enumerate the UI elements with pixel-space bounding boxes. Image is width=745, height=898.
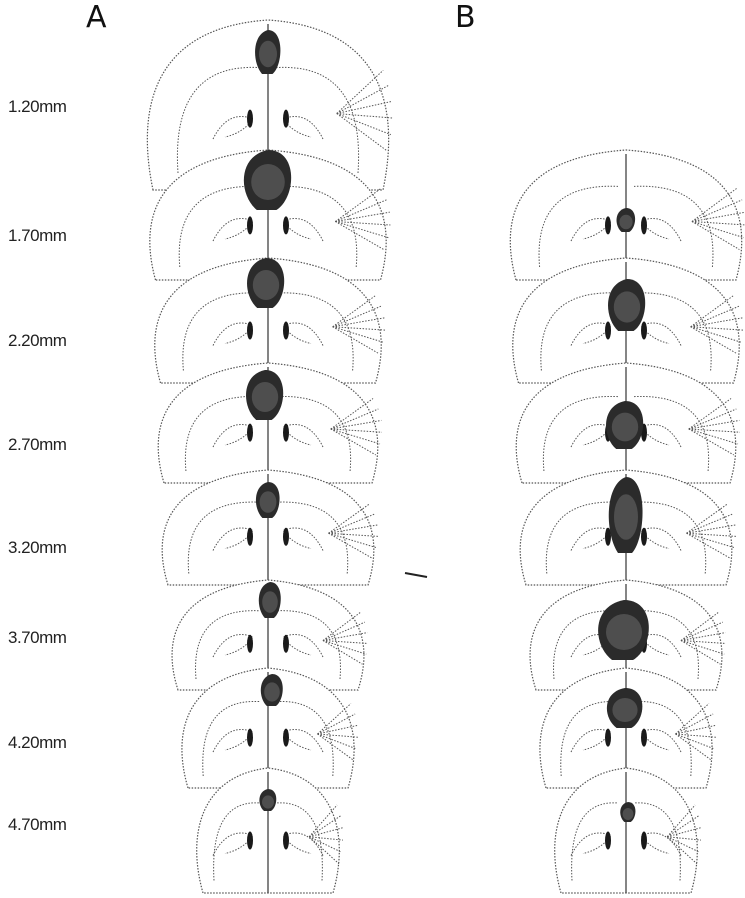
ventricle [283, 832, 289, 850]
ventricle [605, 322, 611, 340]
ventricle [605, 729, 611, 747]
ventricle [283, 216, 289, 234]
ventricle [641, 729, 647, 747]
ventricle [283, 528, 289, 546]
ventricle [247, 424, 253, 442]
ventricle [247, 635, 253, 653]
ventricle [283, 322, 289, 340]
lesion-core [623, 808, 634, 820]
ventricle [605, 216, 611, 234]
ventricle [283, 729, 289, 747]
lesion-core [259, 41, 277, 67]
lesion-core [262, 591, 278, 613]
ventricle [247, 110, 253, 128]
ventricle [641, 216, 647, 234]
lesion-core [614, 291, 640, 322]
ventricle [283, 110, 289, 128]
ventricle [283, 635, 289, 653]
lesion-core [606, 614, 642, 650]
ventricle [641, 322, 647, 340]
lesion-core [264, 682, 280, 701]
ventricle [605, 832, 611, 850]
ventricle [247, 832, 253, 850]
lesion-core [252, 382, 278, 412]
ventricle [247, 729, 253, 747]
lesion-core [619, 215, 632, 229]
ventricle [247, 528, 253, 546]
lesion-core [253, 270, 279, 300]
artifact-mark [405, 573, 427, 577]
ventricle [283, 424, 289, 442]
column-b-sections [510, 150, 745, 893]
ventricle [247, 322, 253, 340]
column-a-sections [147, 20, 393, 893]
lesion-core [612, 413, 638, 442]
lesion-core [251, 164, 285, 200]
ventricle [641, 528, 647, 546]
ventricle [641, 832, 647, 850]
lesion-core [614, 494, 638, 540]
lesion-core [260, 491, 277, 513]
ventricle [247, 216, 253, 234]
lesion-core [612, 698, 637, 722]
lesion-core [262, 795, 274, 808]
